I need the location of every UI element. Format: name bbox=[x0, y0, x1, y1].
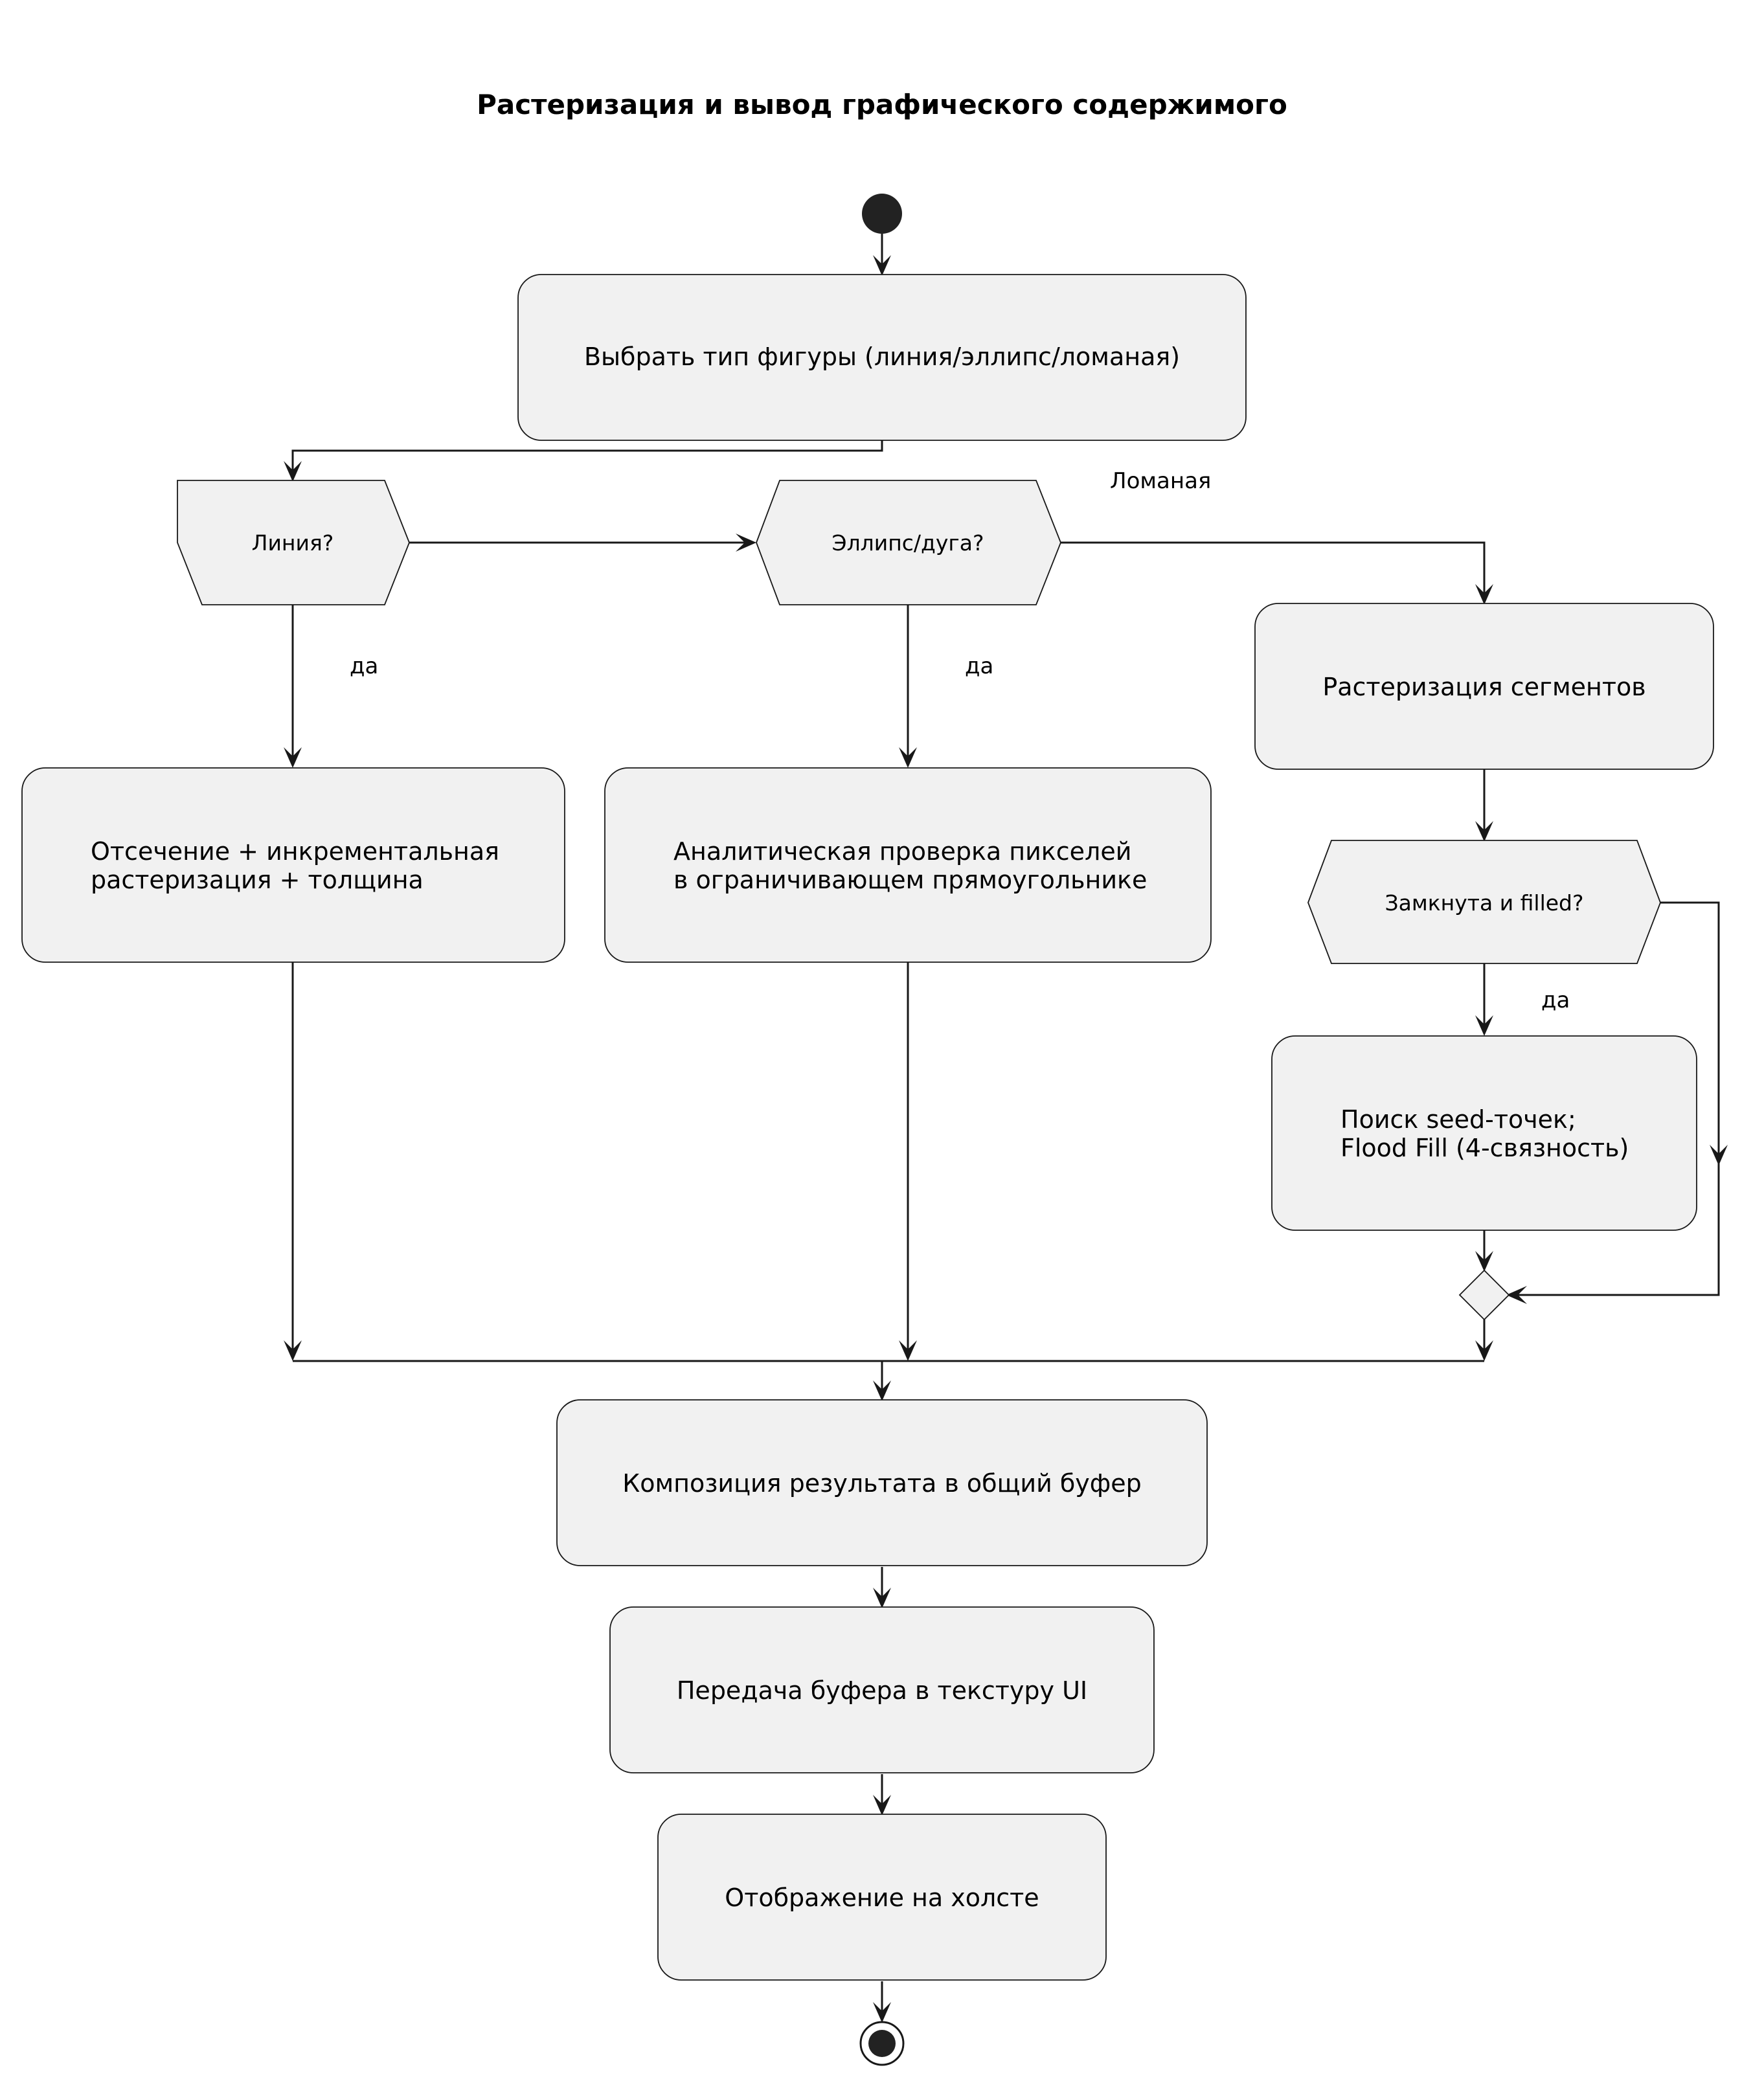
line-action-text-2: растеризация + толщина bbox=[91, 866, 424, 894]
ellipse-action-text-1: Аналитическая проверка пикселей bbox=[673, 837, 1131, 866]
decision-ellipse-label: Эллипс/дуга? bbox=[832, 530, 984, 556]
decision-closed-label: Замкнута и filled? bbox=[1385, 890, 1583, 916]
closed-yes-label: да bbox=[1541, 987, 1570, 1013]
fill-action-text-1: Поиск seed-точек; bbox=[1340, 1105, 1576, 1134]
flood-fill-action bbox=[1271, 1035, 1697, 1231]
decision-line-label: Линия? bbox=[252, 530, 334, 556]
line-yes-label: да bbox=[350, 653, 378, 679]
display-canvas-action bbox=[657, 1814, 1107, 1981]
start-node bbox=[862, 194, 902, 234]
segments-action-label: Растеризация сегментов bbox=[1322, 673, 1645, 701]
end-node-inner bbox=[868, 2030, 896, 2057]
display-action-label: Отображение на холсте bbox=[725, 1884, 1039, 1912]
line-action-text-1: Отсечение + инкрементальная bbox=[91, 837, 499, 866]
segments-rasterization-action bbox=[1254, 603, 1714, 770]
compose-action-label: Композиция результата в общий буфер bbox=[622, 1469, 1142, 1498]
line-rasterization-action bbox=[21, 767, 565, 963]
select-shape-type-label: Выбрать тип фигуры (линия/эллипс/ломаная… bbox=[584, 343, 1180, 371]
decision-ellipse bbox=[756, 480, 1061, 605]
compose-buffer-action bbox=[556, 1399, 1208, 1566]
polyline-label: Ломаная bbox=[1110, 468, 1211, 494]
texture-action-label: Передача буфера в текстуру UI bbox=[677, 1676, 1087, 1705]
texture-transfer-action bbox=[609, 1606, 1155, 1773]
decision-line bbox=[177, 480, 410, 605]
decision-closed-filled bbox=[1307, 840, 1661, 964]
ellipse-action-text-2: в ограничивающем прямоугольнике bbox=[673, 866, 1147, 894]
fill-action-text-2: Flood Fill (4-связность) bbox=[1340, 1134, 1629, 1162]
ellipse-check-action bbox=[604, 767, 1212, 963]
ellipse-yes-label: да bbox=[965, 653, 993, 679]
select-shape-type-action bbox=[517, 274, 1247, 441]
merge-diamond bbox=[1458, 1269, 1510, 1321]
diagram-title: Растеризация и вывод графического содерж… bbox=[477, 89, 1287, 120]
connectors bbox=[284, 234, 1728, 2023]
